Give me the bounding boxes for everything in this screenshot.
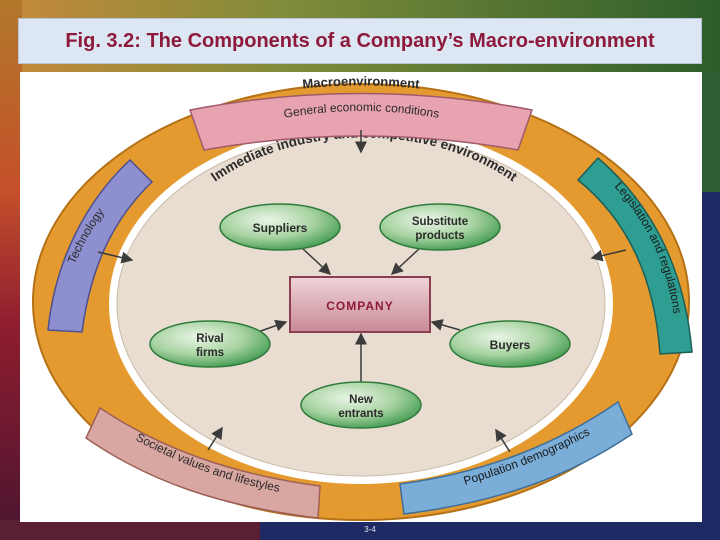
band-technology bbox=[47, 158, 154, 333]
force-rival-firms-label-line1: Rival bbox=[196, 333, 224, 345]
arrow-technology-to-inner bbox=[97, 251, 134, 264]
slide-title-bar: Fig. 3.2: The Components of a Company’s … bbox=[18, 18, 702, 64]
company-box bbox=[289, 276, 431, 333]
arrow-legislation-to-inner bbox=[590, 249, 627, 262]
force-rival-firms-label-line2: firms bbox=[196, 347, 224, 359]
macro-environment-diagram: Macroenvironment Immediate industry and … bbox=[32, 73, 693, 521]
force-new-entrants-label-line1: New bbox=[349, 394, 373, 406]
force-new-entrants bbox=[300, 381, 422, 429]
force-substitute-products bbox=[379, 203, 501, 251]
arrow-societal-to-inner bbox=[207, 426, 223, 451]
force-suppliers bbox=[219, 203, 341, 251]
force-buyers-label: Buyers bbox=[490, 338, 531, 352]
slide-number: 3-4 bbox=[364, 525, 376, 534]
band-societal-values-and-lifestyles bbox=[85, 406, 321, 519]
force-substitute-products-label-line1: Substitute bbox=[412, 216, 468, 228]
arrow-substitutes-to-company bbox=[390, 247, 421, 276]
band-legislation-and-regulations bbox=[576, 156, 693, 355]
force-substitute-products-label-line2: products bbox=[415, 230, 464, 242]
company-label: COMPANY bbox=[326, 299, 393, 313]
arrow-suppliers-to-company bbox=[301, 247, 332, 276]
force-new-entrants-label-line2: entrants bbox=[338, 408, 383, 420]
arrow-buyers-to-company bbox=[430, 319, 461, 331]
arrow-rivals-to-company bbox=[257, 319, 288, 333]
macroenvironment-label: Macroenvironment bbox=[302, 73, 421, 91]
slide-title: Fig. 3.2: The Components of a Company’s … bbox=[65, 29, 655, 52]
band-general-economic-conditions-label: General economic conditions bbox=[283, 100, 441, 121]
force-buyers bbox=[449, 320, 571, 368]
force-rival-firms bbox=[149, 320, 271, 368]
force-suppliers-label: Suppliers bbox=[253, 221, 308, 235]
arrow-demographics-to-inner bbox=[495, 428, 511, 453]
band-population-demographics bbox=[399, 400, 633, 515]
diagram-panel: Macroenvironment Immediate industry and … bbox=[20, 72, 702, 522]
band-general-economic-conditions bbox=[189, 92, 533, 151]
